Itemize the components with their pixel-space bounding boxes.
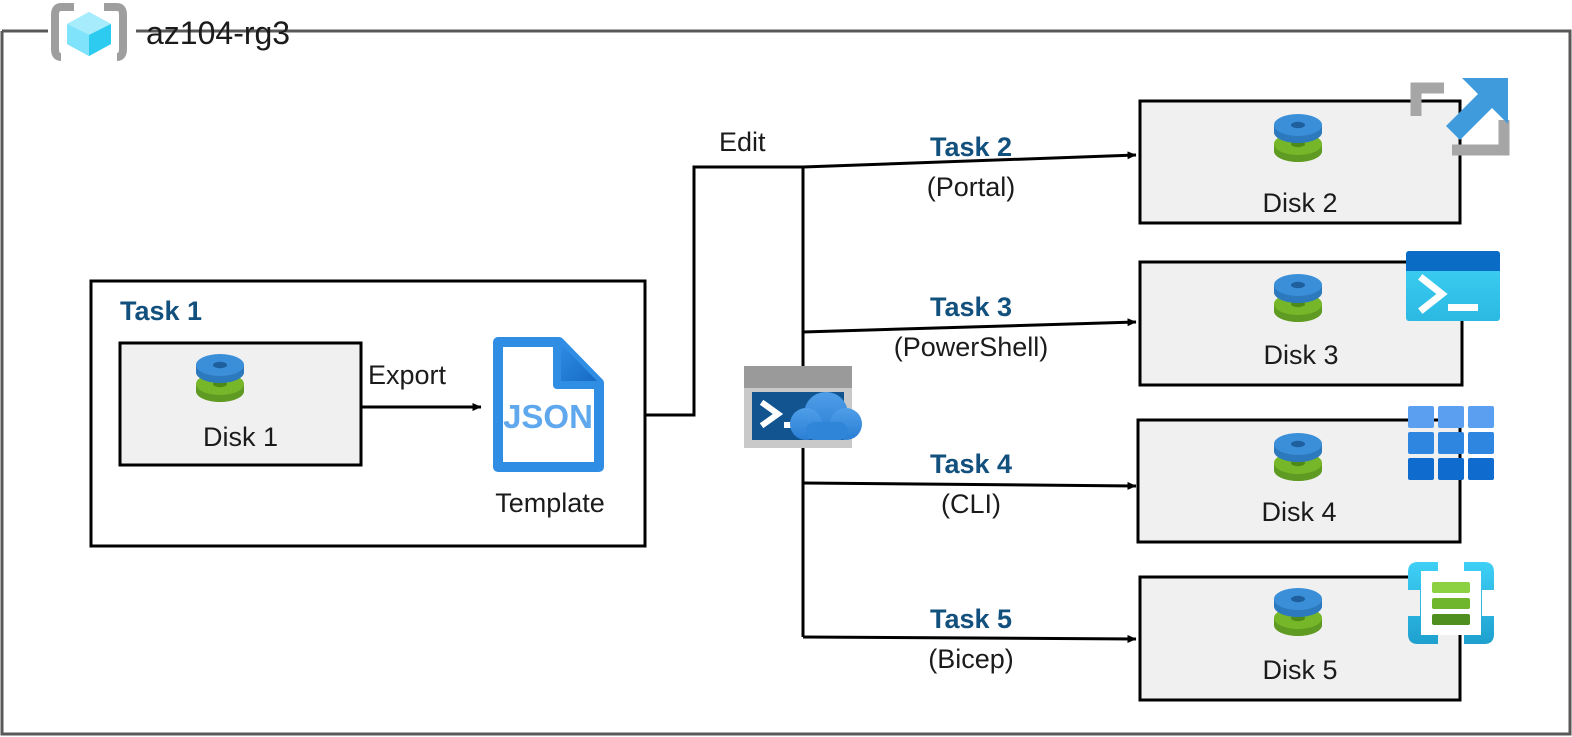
json-file-icon	[493, 337, 604, 472]
azure-portal-icon	[1410, 78, 1510, 156]
export-label: Export	[368, 360, 447, 390]
disk3-label: Disk 3	[1263, 340, 1339, 370]
task2-label: Task 2	[929, 132, 1013, 162]
cloud-shell-icon	[744, 366, 862, 448]
edit-label: Edit	[719, 127, 766, 157]
task5-method-label: (Bicep)	[928, 644, 1014, 674]
branch-arrow-task4	[802, 481, 1137, 490]
task3-label: Task 3	[929, 292, 1013, 322]
template-label: Template	[495, 488, 605, 518]
task1-title: Task 1	[120, 296, 203, 326]
branch-arrow-task2	[802, 151, 1137, 169]
disk-icon	[1274, 274, 1322, 322]
azure-cli-icon	[1408, 406, 1494, 480]
disk-icon	[196, 354, 244, 402]
bicep-icon	[1408, 562, 1494, 644]
disk4-label: Disk 4	[1261, 497, 1337, 527]
disk-icon	[1274, 433, 1322, 481]
disk-icon	[1274, 588, 1322, 636]
disk-icon	[1274, 114, 1322, 162]
task2-method-label: (Portal)	[926, 172, 1016, 202]
task5-label: Task 5	[929, 604, 1013, 634]
disk1-box	[118, 341, 363, 467]
task4-method-label: (CLI)	[941, 489, 1001, 519]
branch-arrow-task3	[802, 318, 1137, 334]
task3-method-label: (PowerShell)	[893, 332, 1049, 362]
resource-group-icon	[51, 3, 127, 61]
json-icon-text: JSON	[503, 398, 593, 435]
disk5-label: Disk 5	[1262, 655, 1338, 685]
disk1-label: Disk 1	[202, 422, 278, 452]
branch-arrow-task5	[802, 634, 1137, 643]
resource-group-border	[0, 29, 1572, 736]
task4-label: Task 4	[929, 449, 1013, 479]
resource-group-title: az104-rg3	[146, 15, 291, 51]
powershell-icon	[1406, 251, 1500, 321]
disk2-label: Disk 2	[1262, 188, 1338, 218]
